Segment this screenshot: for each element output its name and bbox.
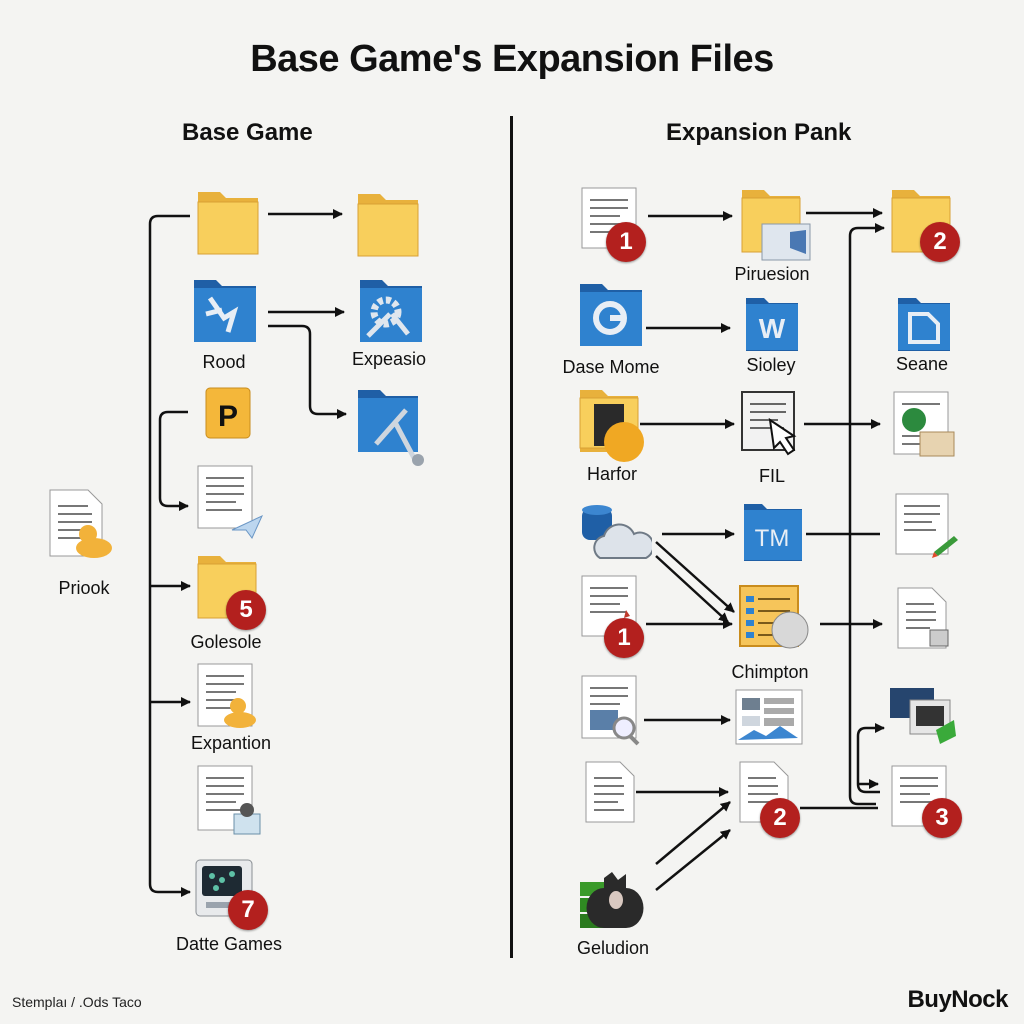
blue-folder-document-icon[interactable] [896,294,966,370]
photo-stack-icon[interactable] [888,686,958,762]
badge-1: 1 [604,618,644,658]
document-badge-icon[interactable] [892,390,962,466]
blue-folder-tm-icon[interactable]: TM [742,500,812,576]
arrow-inner-bracket [158,410,189,511]
p-file-icon[interactable]: P [204,386,274,462]
label-geludion: Geludion [576,938,650,958]
badge-3: 3 [922,798,962,838]
document-chip-icon[interactable] [896,586,966,662]
folder-orb-icon[interactable] [578,386,648,462]
arrow-left-spine [148,214,191,897]
blue-folder-tool-icon[interactable] [192,274,262,350]
arrow-rood-down [268,324,347,419]
svg-text:W: W [759,313,786,344]
badge-2: 2 [920,222,960,262]
stack-character-icon[interactable] [578,870,648,946]
document-duck-icon[interactable] [196,662,266,738]
database-cloud-icon[interactable] [580,504,652,580]
document-icon[interactable] [584,760,654,836]
tm-text: TM [755,525,790,552]
label-datte-games: Datte Games [175,934,283,954]
arrow-geludion-to-doc2-a [655,801,731,865]
document-cursor-icon[interactable] [740,390,810,466]
label-golesole: Golesole [190,632,262,652]
label-sioley: Sioley [746,355,796,375]
document-pencil-icon[interactable] [894,492,964,568]
arrow-cloud-to-chimpton-b [655,555,729,623]
badge-5: 5 [226,590,266,630]
blue-folder-refresh-icon[interactable] [578,278,648,354]
column-heading-base-game: Base Game [182,119,313,146]
label-seane: Seane [895,354,949,374]
column-heading-expansion: Expansion Pank [666,119,852,146]
column-divider [510,116,513,958]
blue-folder-gear-icon[interactable] [358,274,428,350]
folder-icon[interactable] [196,182,266,258]
badge-7: 7 [228,890,268,930]
folder-icon[interactable] [356,188,426,264]
arrow-cloud-to-chimpton-a [655,541,735,613]
label-chimpton: Chimpton [731,662,809,682]
folder-image-icon[interactable] [740,186,811,262]
image-gallery-icon[interactable] [734,688,804,764]
document-plane-icon[interactable] [196,464,266,540]
arrow-right-spine-inner [856,723,885,794]
label-expantion: Expantion [190,733,272,753]
checklist-disc-icon[interactable] [738,584,809,660]
label-rood: Rood [202,352,246,372]
arrow-geludion-to-doc2-b [655,829,731,891]
page-title: Base Game's Expansion Files [250,38,774,80]
document-duck-icon[interactable] [48,488,118,564]
blue-folder-w-icon[interactable]: W [744,294,814,370]
label-dase-mome: Dase Mome [562,357,660,377]
label-piruesion: Piruesion [734,264,810,284]
blue-folder-tools-icon[interactable] [356,384,426,466]
brand-logo: BuyNock [907,986,1008,1013]
p-letter: P [218,400,238,433]
footer-credit: Stemplaı / .Ods Taco [12,994,142,1010]
document-search-icon[interactable] [580,674,650,750]
badge-1: 1 [606,222,646,262]
label-expeasio: Expeasio [351,349,427,369]
label-harfor: Harfor [586,464,638,484]
badge-2: 2 [760,798,800,838]
arrow-right-spine-top [848,223,885,806]
label-fil: FIL [758,466,786,486]
label-priook: Priook [58,578,110,598]
document-person-icon[interactable] [196,764,266,840]
